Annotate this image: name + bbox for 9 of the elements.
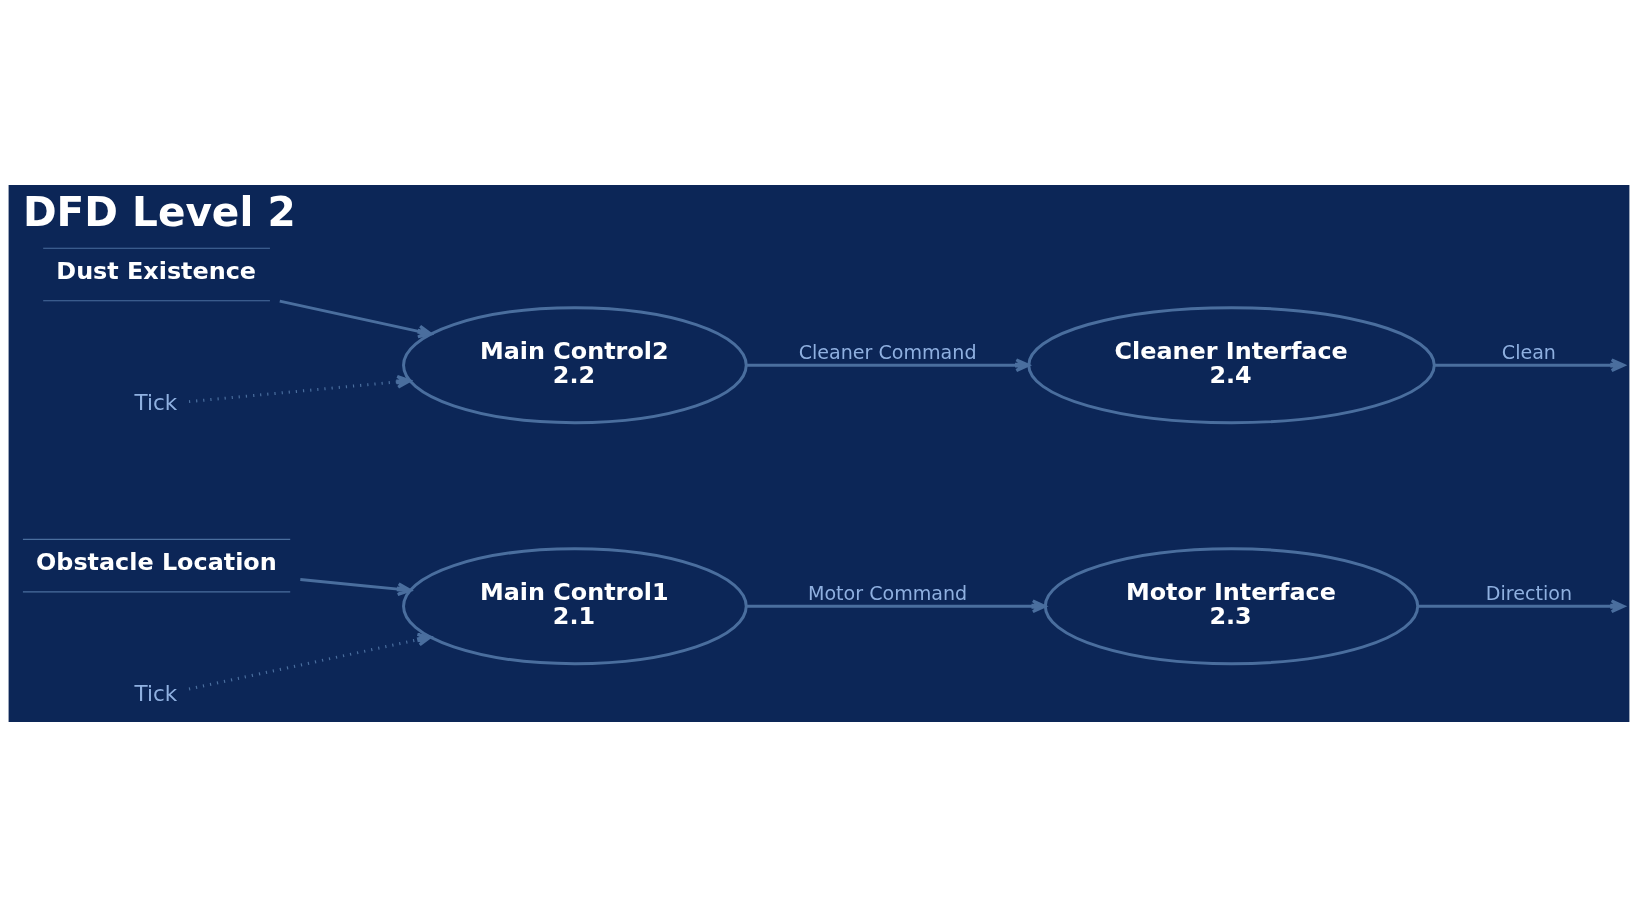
node-text: Tick bbox=[134, 389, 178, 415]
diagram-title: DFD Level 2 bbox=[22, 187, 296, 236]
edge-label: Clean bbox=[1501, 340, 1556, 364]
node-text: Obstacle Location bbox=[36, 547, 277, 576]
edge-label: Cleaner Command bbox=[798, 340, 977, 364]
edge-label: Direction bbox=[1485, 581, 1572, 605]
node-text: Dust Existence bbox=[56, 256, 256, 285]
edge-label: Motor Command bbox=[807, 581, 968, 605]
node-text: Tick bbox=[134, 680, 178, 706]
